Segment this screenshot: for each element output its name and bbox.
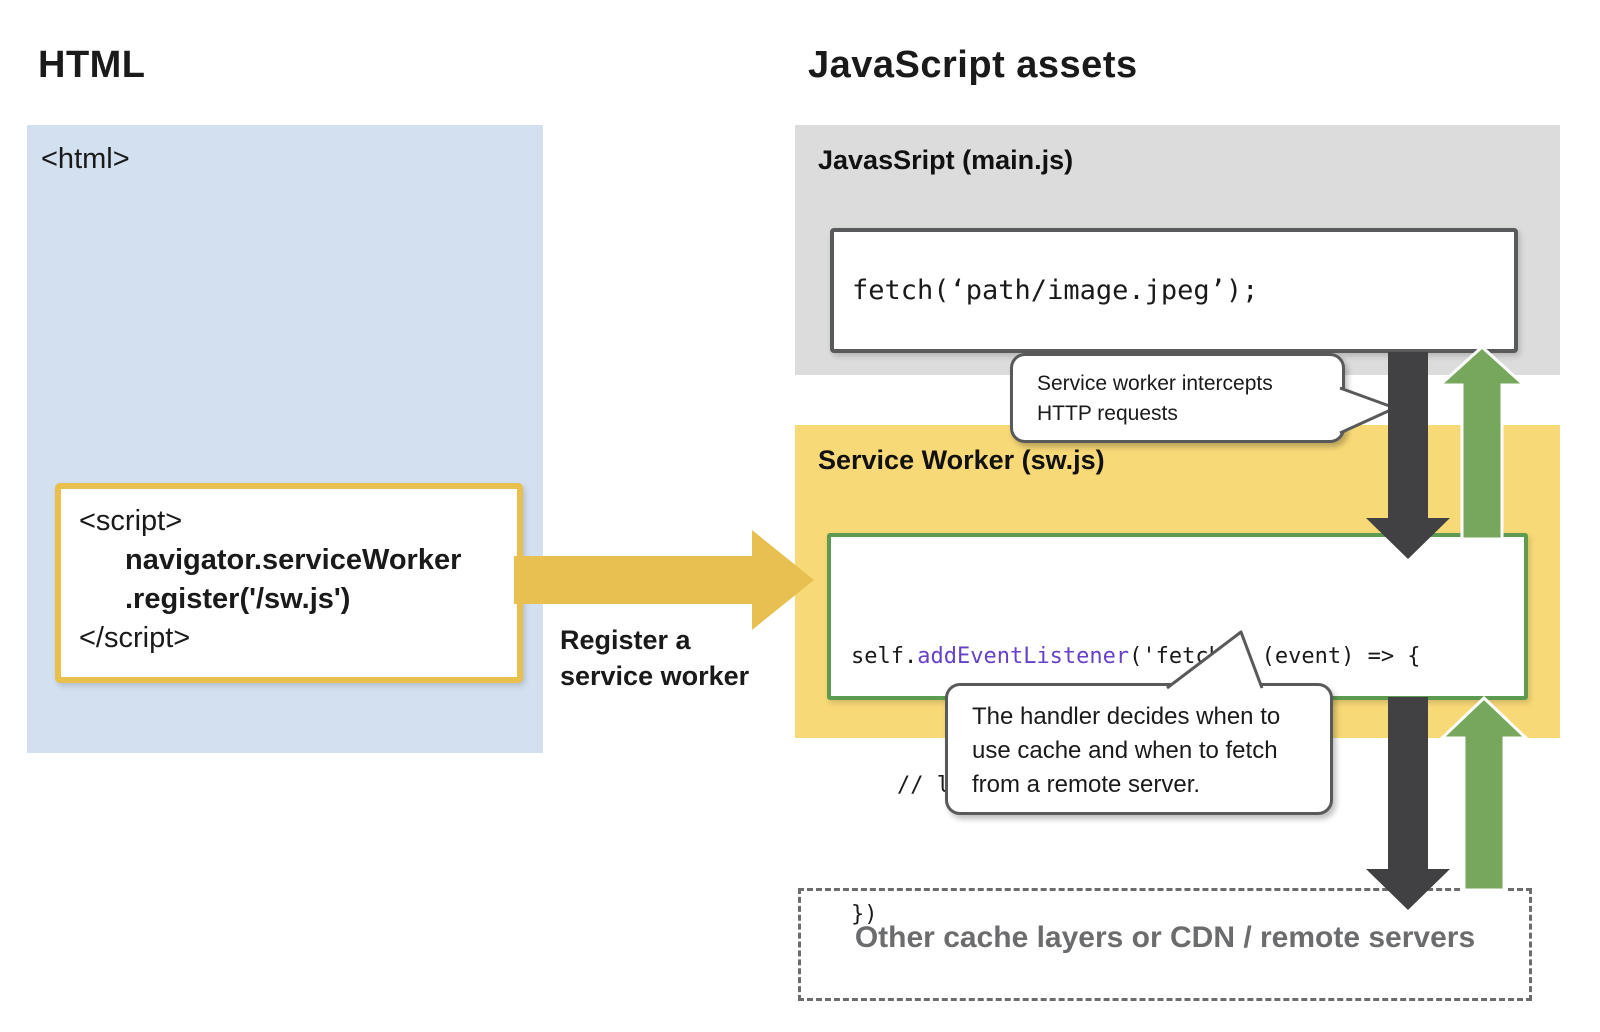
handler-speech-bubble: The handler decides when to use cache an…: [945, 683, 1333, 815]
fetch-code: fetch(‘path/image.jpeg’);: [852, 275, 1259, 306]
register-arrow-label: Register a service worker: [560, 625, 750, 691]
script-close-tag: </script>: [79, 622, 191, 654]
intercept-speech-bubble: Service worker intercepts HTTP requests: [1010, 353, 1345, 443]
service-worker-panel-label: Service Worker (sw.js): [818, 445, 1105, 475]
cache-layers-label: Other cache layers or CDN / remote serve…: [854, 920, 1476, 954]
javascript-assets-section-title: JavaScript assets: [808, 44, 1138, 86]
cache-layers-box: Other cache layers or CDN / remote serve…: [798, 888, 1532, 1001]
html-open-tag: <html>: [41, 143, 130, 175]
script-open-tag: <script>: [79, 505, 183, 537]
sw-code-box: self.addEventListener('fetch', (event) =…: [827, 533, 1528, 927]
html-section-title: HTML: [38, 44, 146, 86]
add-event-listener-keyword: addEventListener: [917, 644, 1130, 669]
main-js-panel-label: JavasSript (main.js): [818, 145, 1074, 175]
register-script-box: <script> navigator.serviceWorker .regist…: [55, 483, 523, 683]
sw-code-line-1: self.addEventListener('fetch', (event) =…: [851, 644, 1421, 669]
fetch-code-box: fetch(‘path/image.jpeg’);: [830, 228, 1518, 353]
sw-code-line-3: }): [851, 902, 878, 927]
register-right-arrow-icon: [514, 530, 814, 630]
script-code-line-1: navigator.serviceWorker: [125, 544, 462, 576]
script-code-line-2: .register('/sw.js'): [125, 583, 351, 615]
